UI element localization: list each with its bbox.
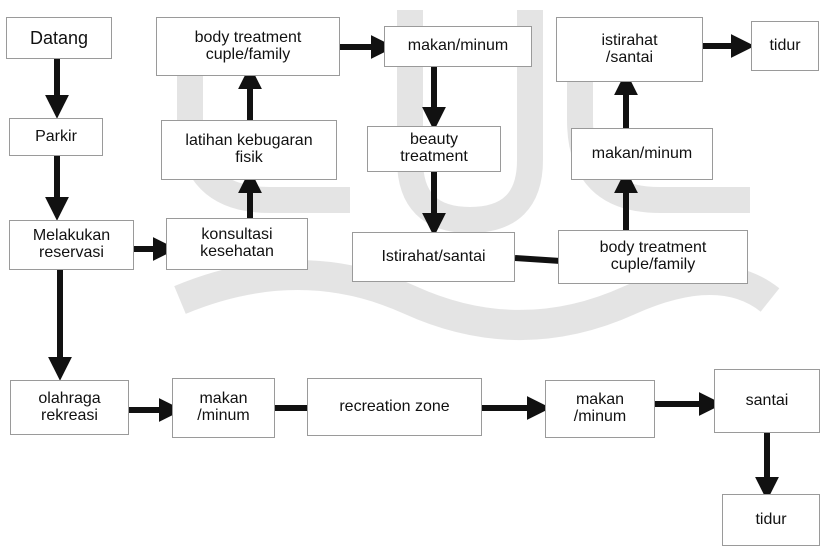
node-label: santai	[745, 391, 789, 409]
node-label: latihan kebugaran fisik	[185, 132, 313, 166]
node-latihan-kebugaran-fisik: latihan kebugaran fisik	[161, 120, 337, 180]
node-label: Melakukan reservasi	[32, 227, 111, 261]
node-label: Parkir	[35, 127, 77, 145]
node-label: Datang	[29, 27, 89, 48]
node-recreation-zone: recreation zone	[307, 378, 482, 436]
node-olahraga-rekreasi: olahraga rekreasi	[10, 380, 129, 435]
node-label: tidur	[769, 36, 801, 54]
node-label: makan /minum	[197, 390, 250, 424]
node-label: Istirahat/santai	[381, 247, 486, 265]
node-makan-minum-3: makan /minum	[172, 378, 275, 438]
node-label: recreation zone	[339, 397, 450, 415]
node-label: makan/minum	[591, 144, 693, 162]
node-beauty-treatment: beauty treatment	[367, 126, 501, 172]
node-label: makan/minum	[407, 37, 509, 55]
node-label: istirahat /santai	[601, 31, 658, 66]
node-istirahat-santai-1: Istirahat/santai	[352, 232, 515, 282]
node-konsultasi-kesehatan: konsultasi kesehatan	[166, 218, 308, 270]
node-datang: Datang	[6, 17, 112, 59]
node-label: makan /minum	[573, 391, 627, 425]
node-makan-minum-1: makan/minum	[384, 26, 532, 67]
node-parkir: Parkir	[9, 118, 103, 156]
node-body-treatment-1: body treatment cuple/family	[156, 17, 340, 76]
node-label: olahraga rekreasi	[38, 389, 101, 424]
node-label: body treatment cuple/family	[599, 239, 707, 273]
node-tidur-2: tidur	[722, 494, 820, 546]
node-body-treatment-2: body treatment cuple/family	[558, 230, 748, 284]
node-label: konsultasi kesehatan	[200, 226, 274, 260]
node-istirahat-santai-2: istirahat /santai	[556, 17, 703, 82]
node-label: beauty treatment	[400, 131, 468, 165]
node-melakukan-reservasi: Melakukan reservasi	[9, 220, 134, 270]
node-makan-minum-4: makan /minum	[545, 380, 655, 438]
node-label: tidur	[755, 510, 787, 528]
node-tidur-1: tidur	[751, 21, 819, 71]
node-makan-minum-2: makan/minum	[571, 128, 713, 180]
node-santai: santai	[714, 369, 820, 433]
node-label: body treatment cuple/family	[194, 28, 302, 63]
